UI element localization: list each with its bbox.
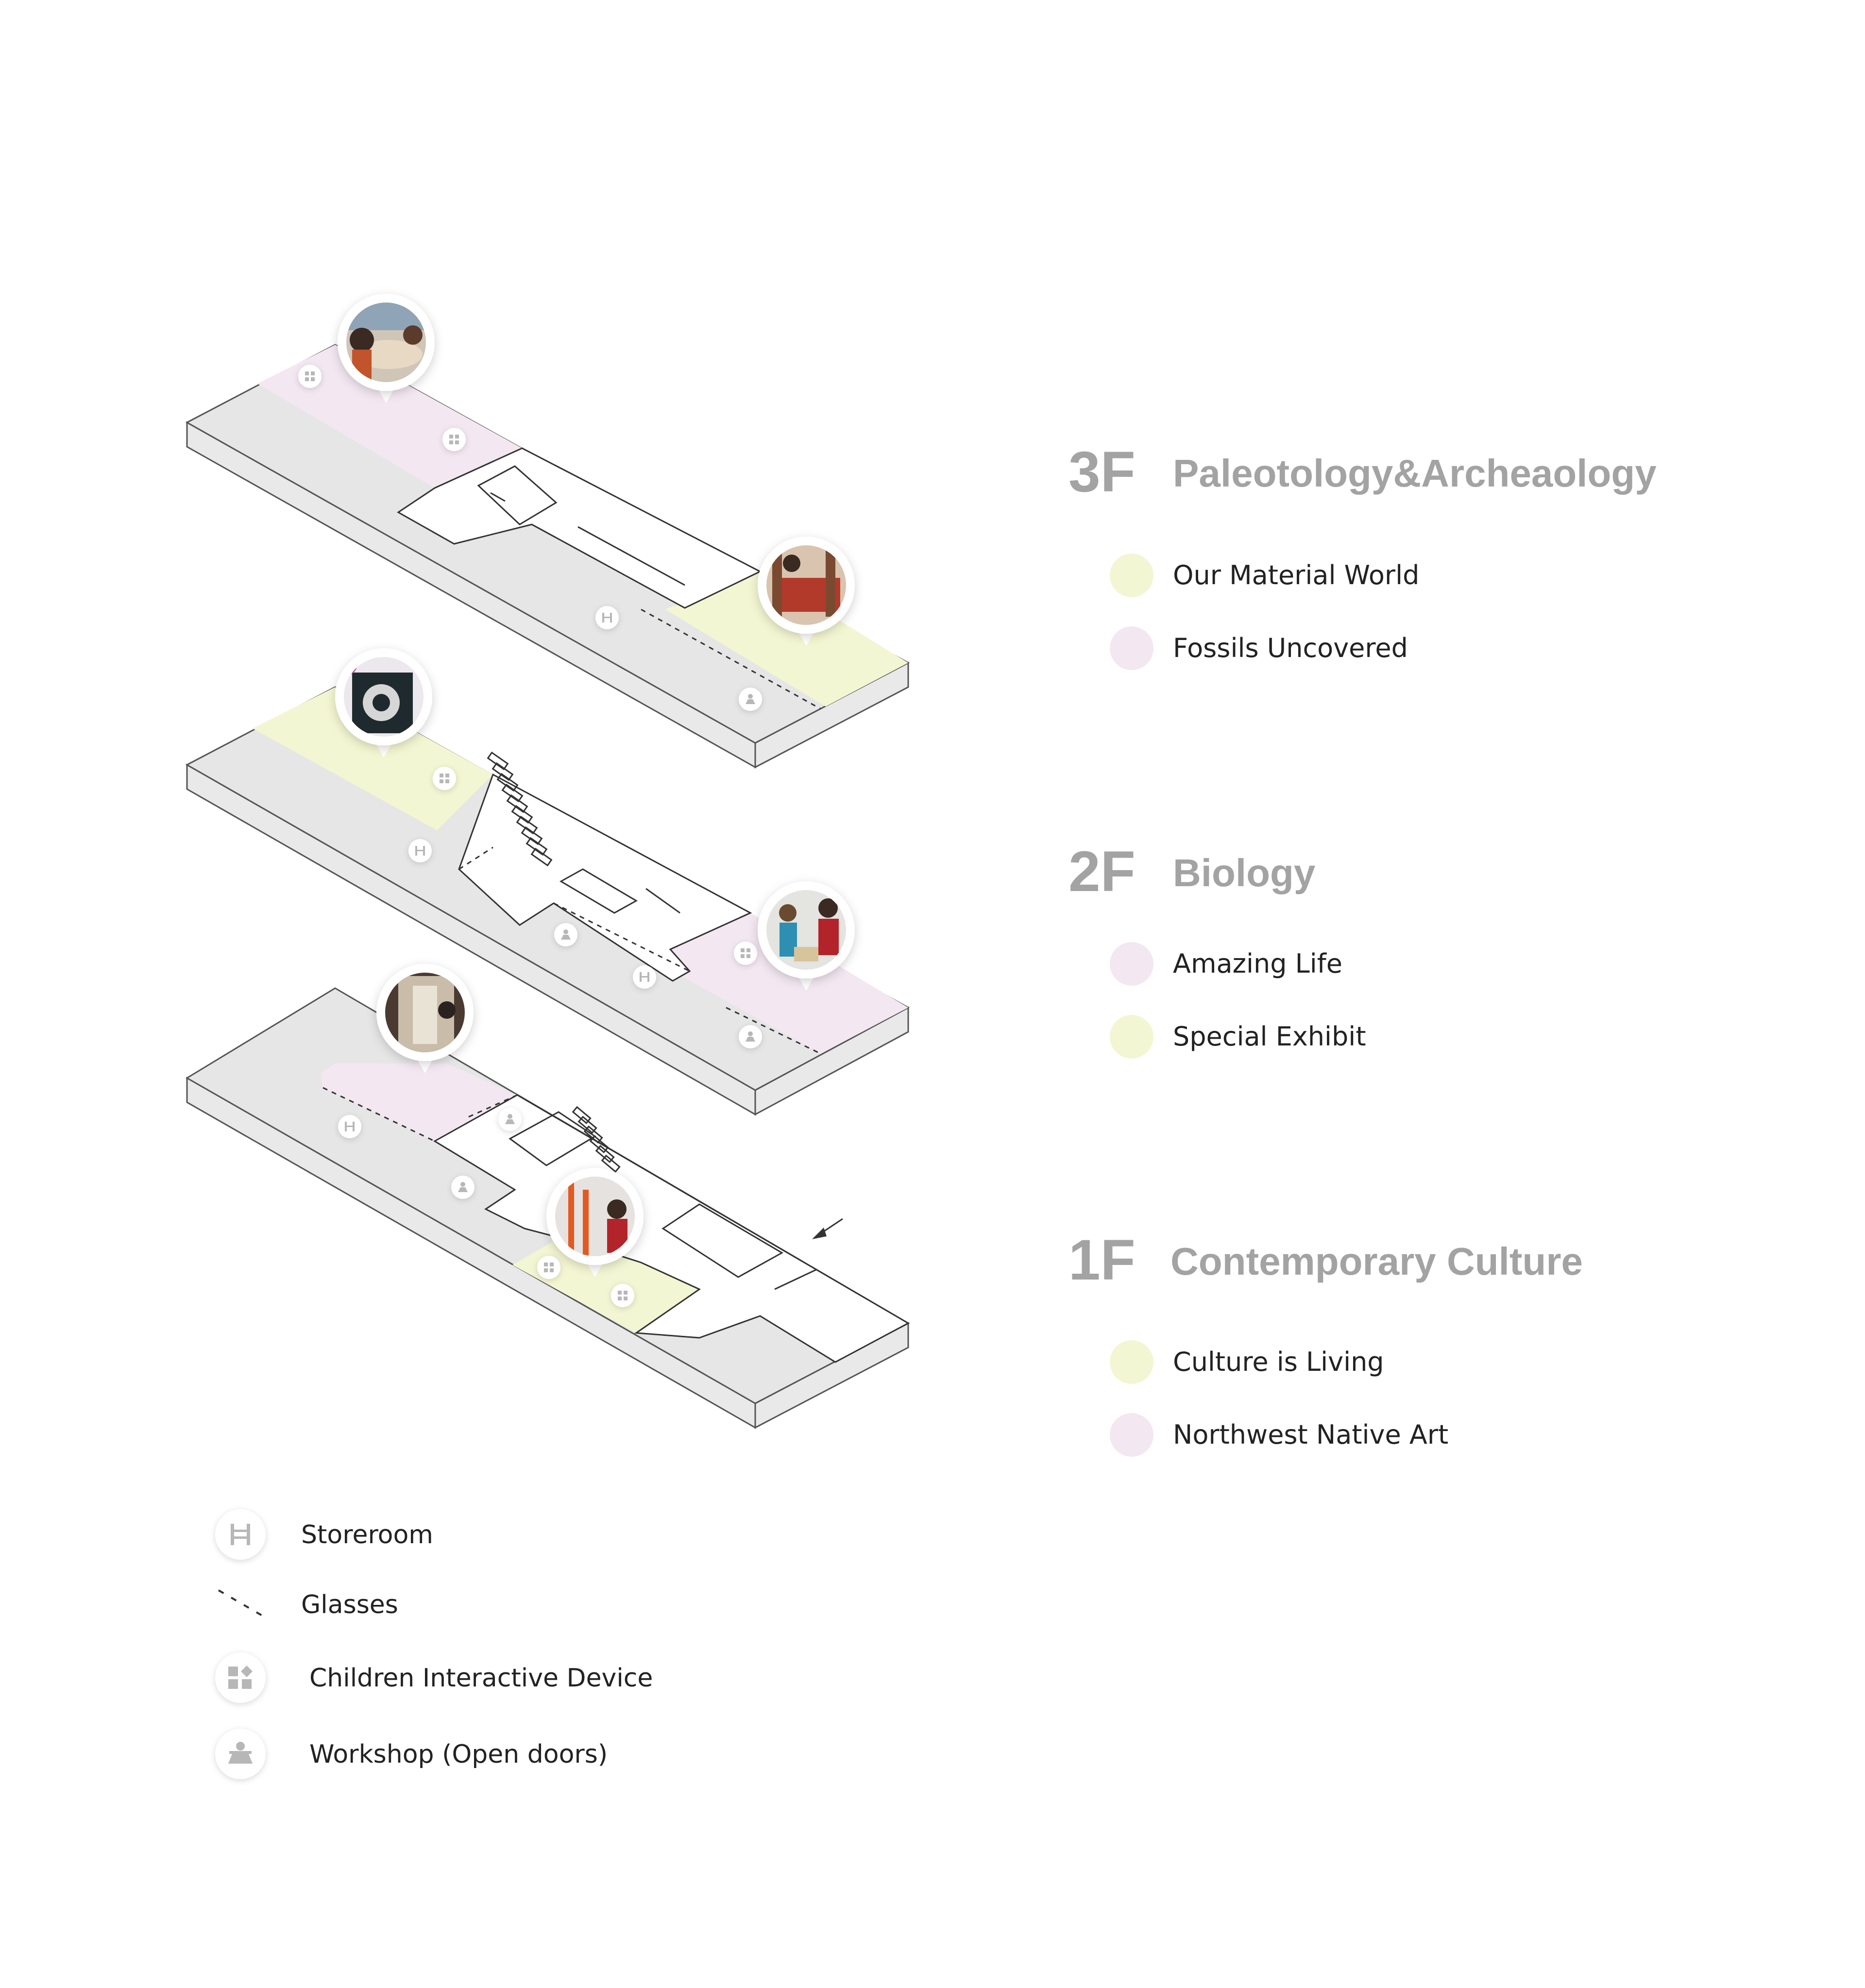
children-interactive-device-icon — [442, 428, 466, 451]
floor-1f-info: 1F Contemporary Culture Culture is Livin… — [1068, 1228, 1583, 1457]
legend-storeroom: Storeroom — [215, 1509, 433, 1560]
zone-swatch — [1110, 1340, 1153, 1384]
zone-label: Our Material World — [1173, 560, 1419, 590]
floor-2f-slab — [185, 686, 910, 1116]
zone-swatch — [1110, 626, 1153, 670]
photo-pin-2f-amazing-life — [758, 881, 855, 991]
floor-2f-walkway — [458, 773, 752, 982]
children-interactive-device-icon — [734, 942, 757, 965]
icon-legend: Storeroom Glasses Children Interactive D… — [215, 1509, 653, 1779]
storeroom-icon — [595, 606, 619, 629]
photo-pin-3f-fossils — [338, 294, 435, 403]
storeroom-icon — [215, 1509, 266, 1560]
children-interactive-device-icon — [298, 365, 322, 388]
floor-markers — [298, 365, 762, 1307]
photo-pin-2f-special-exhibit — [335, 648, 432, 758]
legend-glasses: Glasses — [218, 1589, 398, 1619]
our-material-world-zone — [665, 572, 908, 707]
floor-1f-staircase — [572, 1106, 621, 1173]
floor-name: Biology — [1173, 851, 1316, 894]
storeroom-icon — [633, 965, 656, 989]
floor-3f-info: 3F Paleotology&Archeaology Our Material … — [1068, 440, 1657, 670]
entrance-arrow-icon — [812, 1218, 843, 1239]
floor-2f-staircase — [487, 751, 553, 867]
children-interactive-device-icon — [537, 1256, 560, 1279]
floor-2f-info: 2F Biology Amazing Life Special Exhibit — [1068, 840, 1366, 1059]
legend-label: Glasses — [301, 1590, 398, 1619]
workshop-icon — [215, 1729, 266, 1779]
zone-swatch — [1110, 554, 1153, 597]
floor-name: Paleotology&Archeaology — [1173, 452, 1657, 495]
glasses-dashed-line-icon — [218, 1589, 266, 1618]
workshop-icon — [451, 1176, 475, 1199]
zone-swatch — [1110, 1413, 1153, 1457]
zone-label: Special Exhibit — [1173, 1021, 1366, 1052]
fossils-uncovered-zone — [257, 345, 522, 488]
zone-label: Northwest Native Art — [1173, 1419, 1448, 1450]
floor-code: 3F — [1068, 440, 1136, 504]
floor-code: 1F — [1068, 1228, 1136, 1292]
zone-swatch — [1110, 1015, 1153, 1059]
legend-label: Workshop (Open doors) — [309, 1740, 608, 1769]
children-interactive-device-icon — [215, 1652, 266, 1703]
legend-workshop: Workshop (Open doors) — [215, 1729, 608, 1779]
workshop-icon — [498, 1108, 522, 1131]
legend-label: Storeroom — [301, 1520, 433, 1550]
workshop-icon — [739, 1025, 762, 1048]
floor-1f-slab — [186, 987, 910, 1429]
storeroom-icon — [338, 1115, 361, 1138]
workshop-icon — [739, 688, 762, 711]
floor-code: 2F — [1068, 840, 1136, 904]
special-exhibit-zone — [253, 687, 493, 830]
photo-pins — [335, 294, 855, 1277]
zone-label: Culture is Living — [1173, 1347, 1384, 1377]
children-interactive-device-icon — [433, 767, 456, 790]
workshop-icon — [554, 923, 577, 946]
zone-label: Amazing Life — [1173, 948, 1342, 979]
legend-label: Children Interactive Device — [309, 1664, 653, 1693]
photo-pin-3f-material-world — [758, 537, 855, 646]
legend-children-interactive-device: Children Interactive Device — [215, 1652, 653, 1703]
amazing-life-zone — [670, 913, 908, 1054]
photo-pin-1f-native-art — [376, 964, 474, 1073]
floor-3f-slab — [185, 344, 910, 769]
zone-label: Fossils Uncovered — [1173, 633, 1408, 663]
photo-pin-1f-culture-living — [546, 1168, 644, 1277]
storeroom-icon — [408, 839, 432, 862]
floor-name: Contemporary Culture — [1170, 1240, 1583, 1283]
children-interactive-device-icon — [611, 1284, 634, 1307]
zone-swatch — [1110, 942, 1153, 986]
